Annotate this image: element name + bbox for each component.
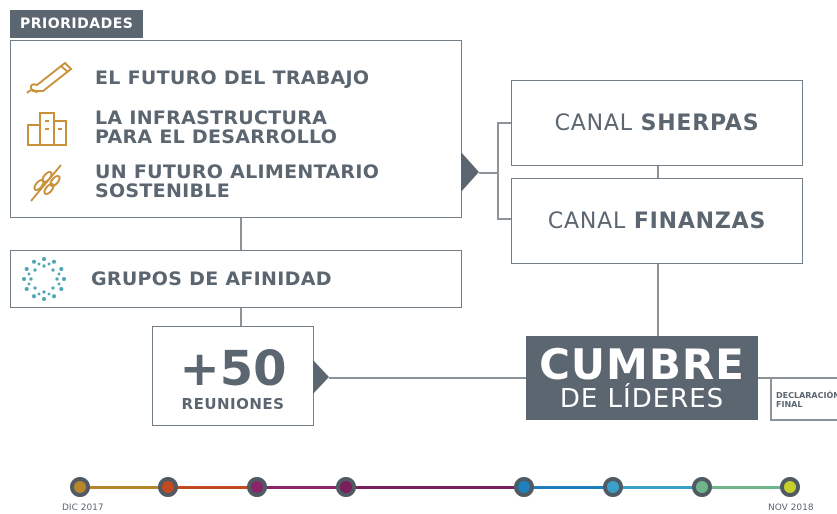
timeline-dot bbox=[780, 477, 800, 497]
timeline-dot bbox=[514, 477, 534, 497]
affinity-label: GRUPOS DE AFINIDAD bbox=[91, 268, 332, 290]
timeline-start-label: DIC 2017 bbox=[62, 503, 104, 513]
summit-box: CUMBRE DE LÍDERES bbox=[526, 336, 758, 420]
connector-meetings-summit bbox=[329, 377, 526, 379]
channel-finanzas-box: CANAL FINANZAS bbox=[511, 178, 803, 264]
timeline: DIC 2017 NOV 2018 bbox=[0, 470, 837, 514]
channel-sherpas-prefix: CANAL bbox=[554, 110, 641, 136]
connector-h-main bbox=[479, 172, 497, 174]
priority-2-line2: PARA EL DESARROLLO bbox=[95, 126, 338, 148]
priorities-tag: PRIORIDADES bbox=[10, 10, 144, 38]
meetings-arrow bbox=[313, 360, 329, 394]
priority-2-line1: LA INFRASTRUCTURA bbox=[95, 107, 328, 129]
dotted-circle-icon bbox=[22, 257, 66, 301]
meetings-number: +50 bbox=[179, 341, 287, 397]
timeline-end-label: NOV 2018 bbox=[768, 503, 814, 513]
timeline-dot bbox=[158, 477, 178, 497]
connector-v-channels bbox=[497, 122, 499, 218]
priorities-box: EL FUTURO DEL TRABAJO LA INFRASTRUCTURA … bbox=[10, 40, 462, 218]
channel-finanzas-prefix: CANAL bbox=[547, 208, 634, 234]
timeline-dot bbox=[247, 477, 267, 497]
priorities-arrow bbox=[461, 152, 479, 192]
declaration-line1: DECLARACIÓN bbox=[776, 391, 837, 400]
timeline-segment bbox=[346, 485, 524, 489]
timeline-segment bbox=[168, 485, 257, 489]
meetings-box: +50 REUNIONES bbox=[152, 326, 314, 426]
timeline-dot bbox=[603, 477, 623, 497]
priority-3-line2: SOSTENIBLE bbox=[95, 180, 230, 202]
declaration-bracket-left bbox=[770, 378, 772, 420]
timeline-segment bbox=[702, 485, 790, 489]
connector-priorities-affinity bbox=[240, 218, 242, 250]
priority-1-line1: EL FUTURO DEL TRABAJO bbox=[95, 67, 370, 89]
connector-sherpas-finanzas bbox=[657, 166, 659, 178]
timeline-segment bbox=[80, 485, 168, 489]
timeline-segment bbox=[257, 485, 346, 489]
connector-affinity-meetings bbox=[240, 308, 242, 326]
buildings-icon bbox=[27, 112, 67, 146]
priority-3-line1: UN FUTURO ALIMENTARIO bbox=[95, 161, 380, 183]
summit-title: CUMBRE bbox=[539, 340, 745, 389]
timeline-dot bbox=[336, 477, 356, 497]
declaration-line2: FINAL bbox=[776, 400, 803, 409]
channel-sherpas-box: CANAL SHERPAS bbox=[511, 80, 803, 166]
declaration-bracket-top bbox=[758, 377, 837, 379]
declaration-bracket-bottom bbox=[770, 419, 837, 421]
channel-sherpas-name: SHERPAS bbox=[640, 110, 760, 136]
meetings-label: REUNIONES bbox=[181, 395, 285, 413]
pen-icon bbox=[26, 61, 73, 94]
timeline-dot bbox=[692, 477, 712, 497]
connector-finanzas-summit bbox=[657, 264, 659, 336]
timeline-dot bbox=[70, 477, 90, 497]
connector-to-finanzas bbox=[497, 218, 511, 220]
timeline-segment bbox=[524, 485, 613, 489]
affinity-box: GRUPOS DE AFINIDAD bbox=[10, 250, 462, 308]
connector-to-sherpas bbox=[497, 122, 511, 124]
channel-finanzas-name: FINANZAS bbox=[633, 208, 767, 234]
timeline-segment bbox=[613, 485, 702, 489]
wheat-icon bbox=[30, 164, 62, 202]
summit-subtitle: DE LÍDERES bbox=[559, 384, 725, 414]
